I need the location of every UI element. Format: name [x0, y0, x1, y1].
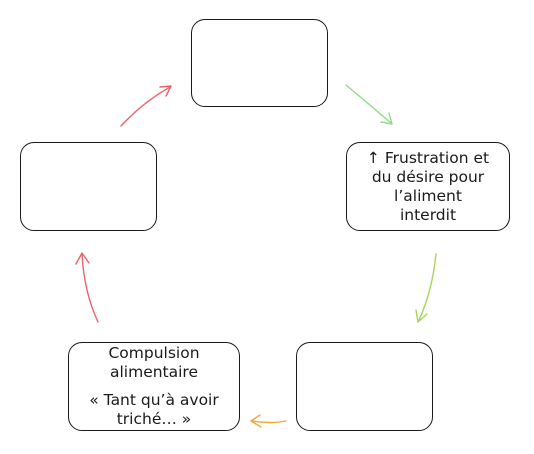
arrowhead-top-to-right	[380, 112, 393, 125]
node-right-line-3: l’aliment	[394, 186, 462, 205]
node-bottom-left-quote-line-1: « Tant qu’à avoir	[89, 391, 219, 409]
cycle-node-bottom-right	[296, 342, 433, 431]
node-right-line-4: interdit	[399, 205, 457, 224]
node-bottom-left-quote-line-2: triché… »	[116, 410, 192, 428]
arrowhead-bottom-left-to-left	[75, 252, 90, 265]
arrow-bottom-left-to-left	[81, 253, 99, 323]
cycle-node-bottom-left: Compulsion alimentaire « Tant qu’à avoir…	[68, 342, 240, 431]
arrow-left-to-top	[120, 86, 171, 127]
arrow-top-to-right	[345, 84, 392, 124]
arrow-bottom-right-to-bottom-left	[251, 420, 287, 424]
cycle-node-right: ↑ Frustration et du désire pour l’alimen…	[346, 142, 510, 231]
node-right-line-1: ↑ Frustration et	[366, 148, 490, 167]
arrowhead-right-to-bottom-right	[415, 309, 428, 323]
arrow-right-to-bottom-right	[418, 253, 437, 321]
arrowhead-left-to-top	[159, 85, 172, 97]
arrowhead-bottom-right-to-bottom-left	[250, 414, 262, 428]
node-bottom-left-line-2: alimentaire	[109, 363, 199, 381]
node-bottom-left-line-1: Compulsion	[108, 344, 200, 362]
node-right-line-2: du désire pour	[371, 167, 485, 186]
cycle-node-left	[20, 142, 157, 231]
cycle-node-top	[191, 19, 328, 107]
